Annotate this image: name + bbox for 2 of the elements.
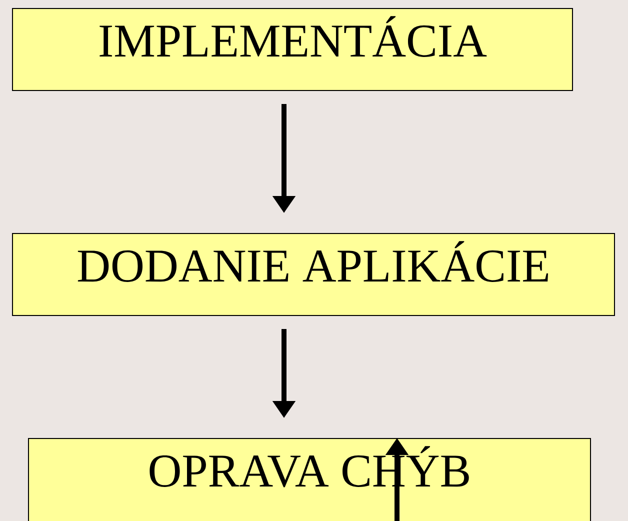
process-box: IMPLEMENTÁCIA <box>12 8 573 91</box>
process-box: DODANIE APLIKÁCIE <box>12 233 615 316</box>
